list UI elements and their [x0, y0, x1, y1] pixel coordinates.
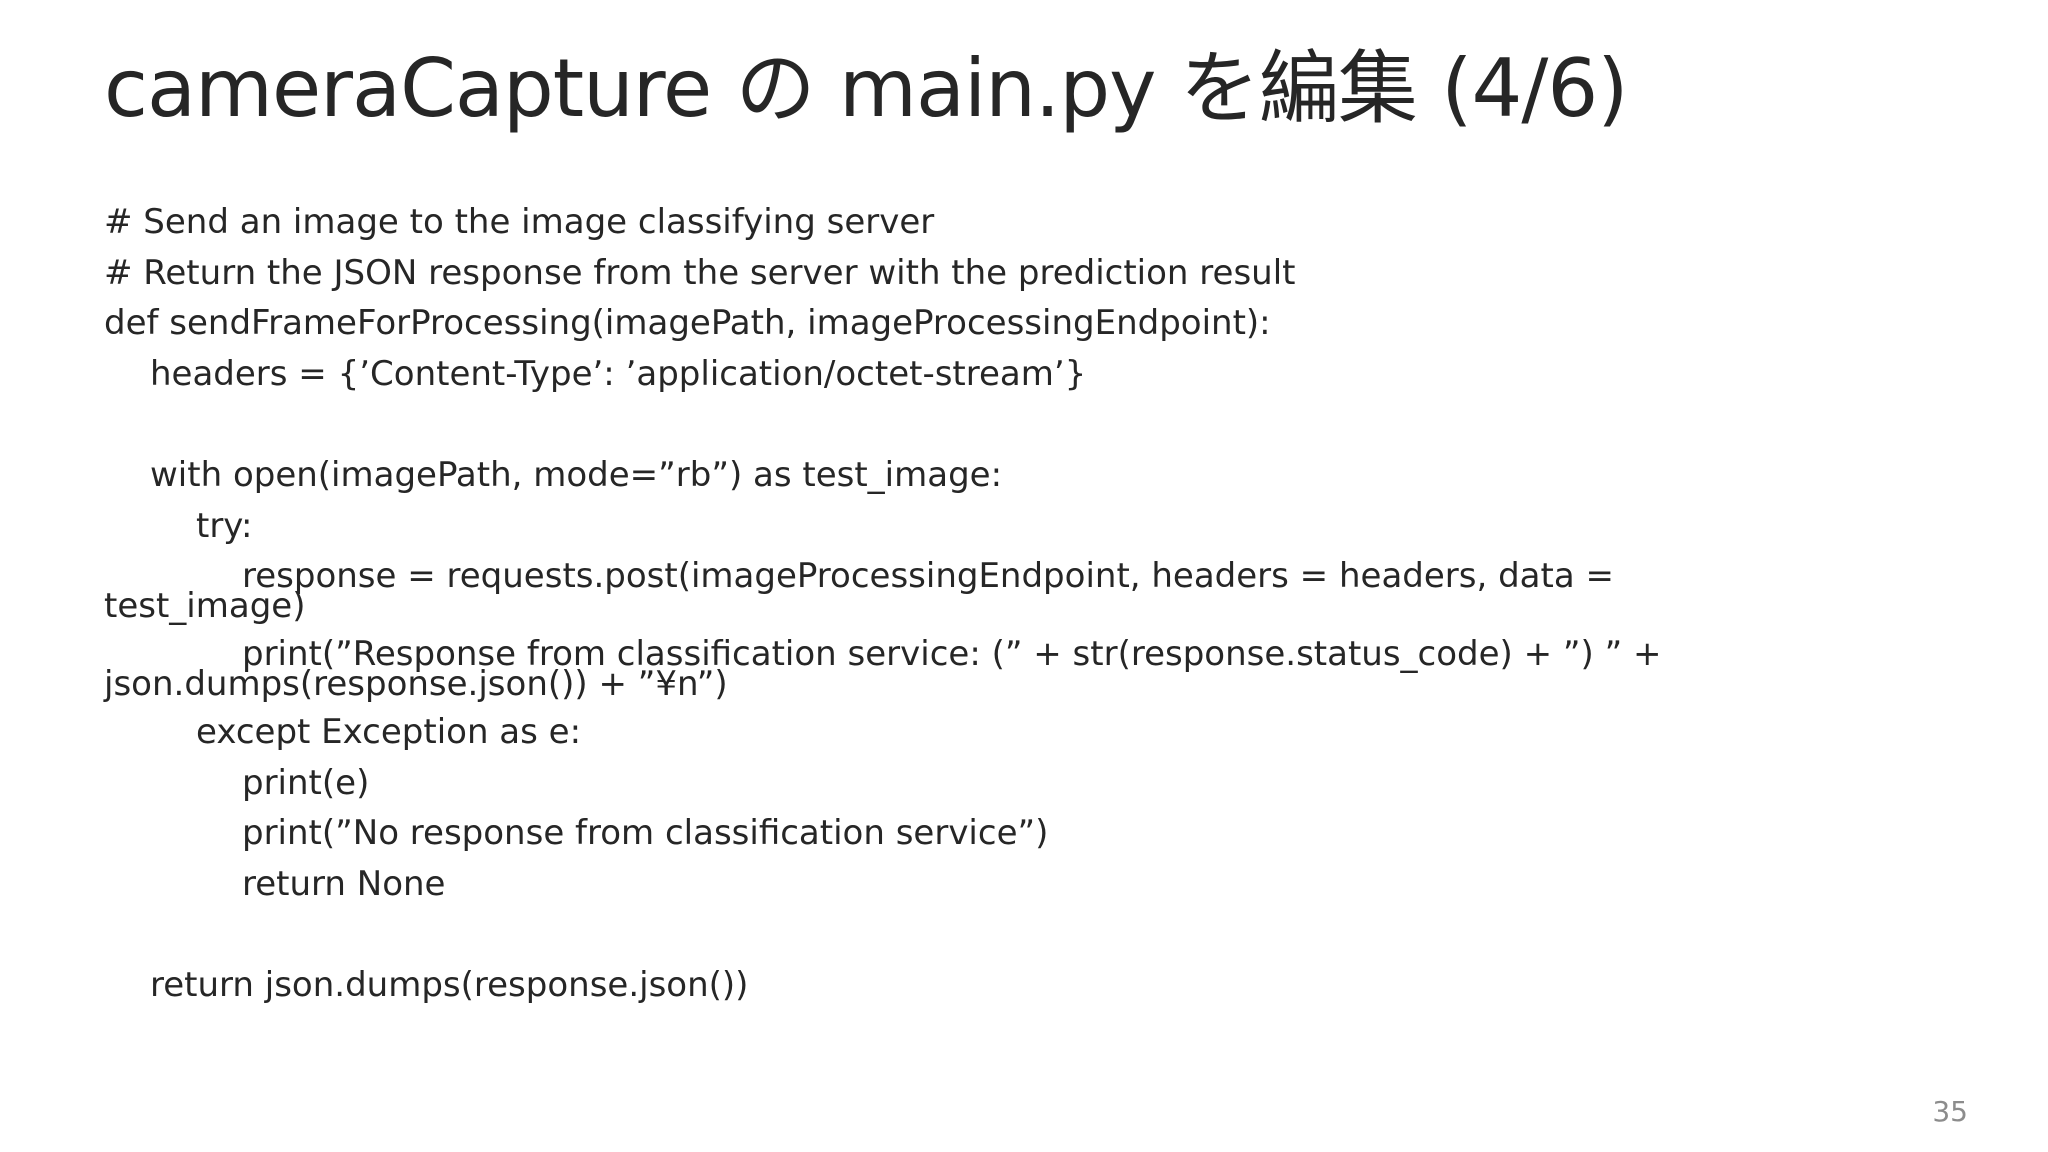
blank-line — [104, 910, 1884, 961]
slide-title: cameraCapture の main.py を編集 (4/6) — [104, 42, 1628, 135]
code-line: except Exception as e: — [196, 712, 582, 753]
code-line: # Return the JSON response from the serv… — [104, 252, 1296, 293]
code-line-wrapped: response = requests.post(imageProcessing… — [104, 551, 1884, 629]
code-line: return None — [242, 863, 446, 904]
page-number: 35 — [1932, 1095, 1968, 1128]
code-block: # Send an image to the image classifying… — [104, 197, 1884, 1011]
code-line-continuation: json.dumps(response.json()) + ”¥n”) — [104, 664, 728, 705]
code-line: def sendFrameForProcessing(imagePath, im… — [104, 303, 1271, 344]
code-line-wrapped: print(”Response from classification serv… — [104, 629, 1884, 707]
blank-line — [104, 399, 1884, 450]
code-line: headers = {’Content-Type’: ’application/… — [150, 353, 1087, 394]
code-line-segment: print(”Response from classification serv… — [242, 634, 1662, 675]
code-line: # Send an image to the image classifying… — [104, 202, 935, 242]
code-line: with open(imagePath, mode=”rb”) as test_… — [150, 454, 1003, 495]
code-line: print(”No response from classification s… — [242, 813, 1049, 854]
code-line: return json.dumps(response.json()) — [150, 965, 749, 1006]
code-line: print(e) — [242, 762, 370, 803]
code-line-segment: response = requests.post(imageProcessing… — [242, 556, 1614, 597]
code-line-continuation: test_image) — [104, 586, 306, 627]
code-line: try: — [196, 505, 253, 546]
